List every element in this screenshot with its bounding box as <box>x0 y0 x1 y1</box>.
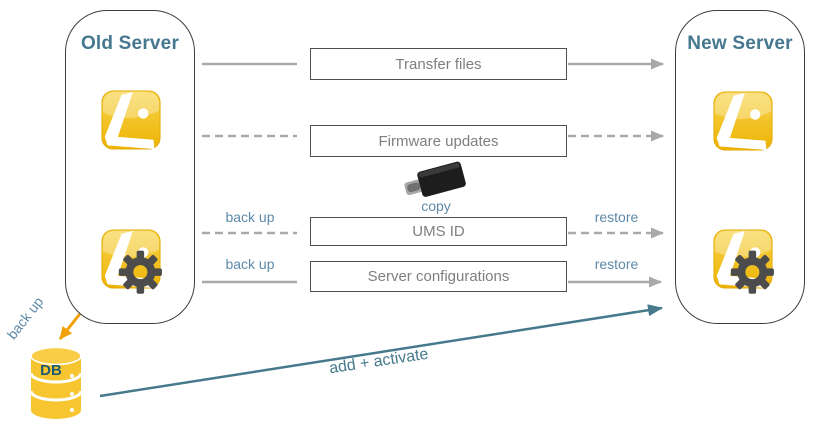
database-cylinder-icon <box>29 346 83 419</box>
db-backup-label: back up <box>3 293 47 343</box>
gear-icon <box>118 250 162 294</box>
db-label: DB <box>40 362 62 379</box>
new-server-title: New Server <box>687 33 793 54</box>
server-configurations-label: Server configurations <box>367 268 510 285</box>
igel-swoosh <box>104 230 155 289</box>
firmware-updates-box: Firmware updates <box>310 125 567 157</box>
server-configurations-box: Server configurations <box>310 261 567 292</box>
igel-dot <box>138 108 149 119</box>
firmware-updates-label: Firmware updates <box>378 132 499 150</box>
add-activate-label: add + activate <box>328 345 430 378</box>
igel-ums-settings-icon <box>101 229 162 294</box>
ums-id-label: UMS ID <box>412 223 465 240</box>
igel-swoosh <box>716 230 767 289</box>
new-server-box: New Server <box>675 10 805 324</box>
igel-swoosh <box>104 91 155 150</box>
copy-label: copy <box>421 198 451 214</box>
igel-swoosh <box>716 92 767 151</box>
igel-ums-settings-icon <box>713 229 774 294</box>
igel-dot <box>750 109 761 120</box>
old-server-title: Old Server <box>80 33 180 54</box>
igel-ums-app-icon <box>101 90 161 150</box>
ums-id-box: UMS ID <box>310 217 567 246</box>
transfer-files-label: Transfer files <box>395 55 482 73</box>
transfer-files-box: Transfer files <box>310 48 567 80</box>
ums-id-restore-label: restore <box>594 209 639 225</box>
usb-stick-icon <box>404 161 466 197</box>
config-restore-label: restore <box>594 256 639 272</box>
ums-id-backup-label: back up <box>225 209 275 225</box>
gear-icon <box>730 250 774 294</box>
config-backup-label: back up <box>225 256 275 272</box>
igel-ums-app-icon <box>713 91 773 151</box>
